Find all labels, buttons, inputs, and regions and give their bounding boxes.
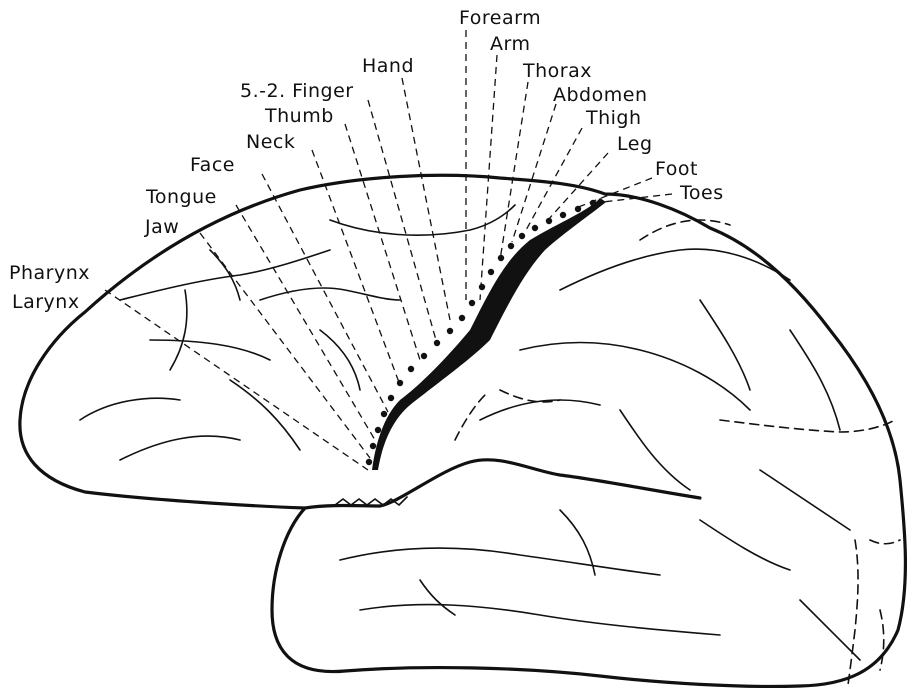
label-tongue: Tongue — [145, 186, 217, 208]
label-face: Face — [190, 154, 235, 176]
label-thigh: Thigh — [585, 107, 642, 129]
label-pharynx: Pharynx — [9, 262, 90, 284]
sulci — [80, 205, 860, 660]
label-toes: Toes — [679, 182, 724, 204]
label-larynx: Larynx — [12, 291, 80, 313]
label-abdomen: Abdomen — [553, 84, 647, 106]
label-hand: Hand — [362, 55, 414, 77]
label-forearm: Forearm — [459, 7, 541, 29]
label-jaw: Jaw — [144, 216, 179, 238]
label-thorax: Thorax — [522, 60, 592, 82]
labels: Forearm Arm Thorax Hand Abdomen 5.-2. Fi… — [9, 7, 724, 313]
label-neck: Neck — [246, 131, 295, 153]
label-arm: Arm — [490, 33, 530, 55]
dashed-boundaries — [455, 220, 900, 685]
label-thumb: Thumb — [264, 105, 334, 127]
brain-outline — [20, 175, 906, 686]
label-foot: Foot — [655, 158, 698, 180]
label-leg: Leg — [617, 133, 653, 155]
label-finger: 5.-2. Finger — [240, 80, 354, 102]
